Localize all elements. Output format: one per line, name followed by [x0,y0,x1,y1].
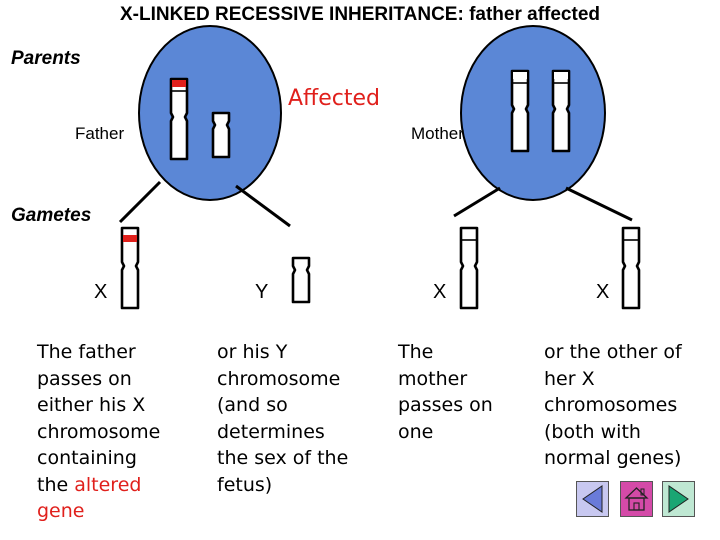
text-line: fetus) [217,473,273,496]
text-line: passes on [398,394,493,416]
text-fragment: the [37,473,75,496]
back-arrow-icon [582,485,603,513]
text-line: her X [544,367,595,390]
father-explanation: The father passes on either his X chromo… [37,339,160,525]
page-title: X-LINKED RECESSIVE INHERITANCE: father a… [120,4,600,25]
connector-mother-x2 [565,186,633,222]
connector-father-x [118,180,162,224]
home-icon [624,487,649,511]
mother-x-chromosome-2 [551,69,571,153]
text-line: the altered [37,472,160,499]
gene-word: gene [37,500,85,522]
text-line: The [398,341,434,363]
gamete-label-y: Y [255,281,269,303]
text-line: chromosomes [544,394,678,416]
mother-explanation: The mother passes on one [398,339,493,445]
text-line: (and so [217,394,288,416]
gamete-father-x-chromosome [120,226,140,310]
text-line: passes on [37,367,132,390]
connector-father-y [235,184,291,228]
gamete-father-y-chromosome [291,256,311,304]
home-button[interactable] [620,481,653,517]
back-button[interactable] [576,481,609,517]
gamete-label-father-x: X [94,281,108,303]
mother-x-chromosome-1 [510,69,530,153]
parents-label: Parents [11,48,81,69]
text-line: or his Y [217,341,288,363]
gamete-mother-x-chromosome-2 [621,226,641,310]
mother-label: Mother [411,124,464,143]
gamete-mother-x-chromosome-1 [459,226,479,310]
text-line: normal genes) [544,447,682,469]
text-line: either his X [37,394,146,416]
text-line: The father [37,341,136,363]
altered-word: altered [74,473,142,496]
gamete-label-mother-x1: X [433,281,447,303]
affected-label: Affected [288,86,380,111]
text-line: containing [37,447,137,469]
mother-cell [460,25,606,201]
father-cell [138,25,282,201]
father-y-chromosome [211,111,231,159]
text-line: the sex of the [217,447,349,469]
text-line: determines [217,420,325,443]
forward-arrow-icon [668,485,689,513]
text-line: mother [398,367,468,390]
gamete-label-mother-x2: X [596,281,610,303]
text-line: chromosome [37,420,161,443]
father-x-chromosome [169,77,189,161]
text-line: one [398,420,434,443]
text-line: chromosome [217,367,341,390]
other-x-explanation: or the other of her X chromosomes (both … [544,339,682,472]
y-explanation: or his Y chromosome (and so determines t… [217,339,348,498]
father-label: Father [75,124,125,143]
next-button[interactable] [662,481,695,517]
connector-mother-x1 [453,186,501,218]
text-line: (both with [544,420,641,443]
gametes-label: Gametes [11,205,92,226]
text-line: or the other of [544,341,682,363]
